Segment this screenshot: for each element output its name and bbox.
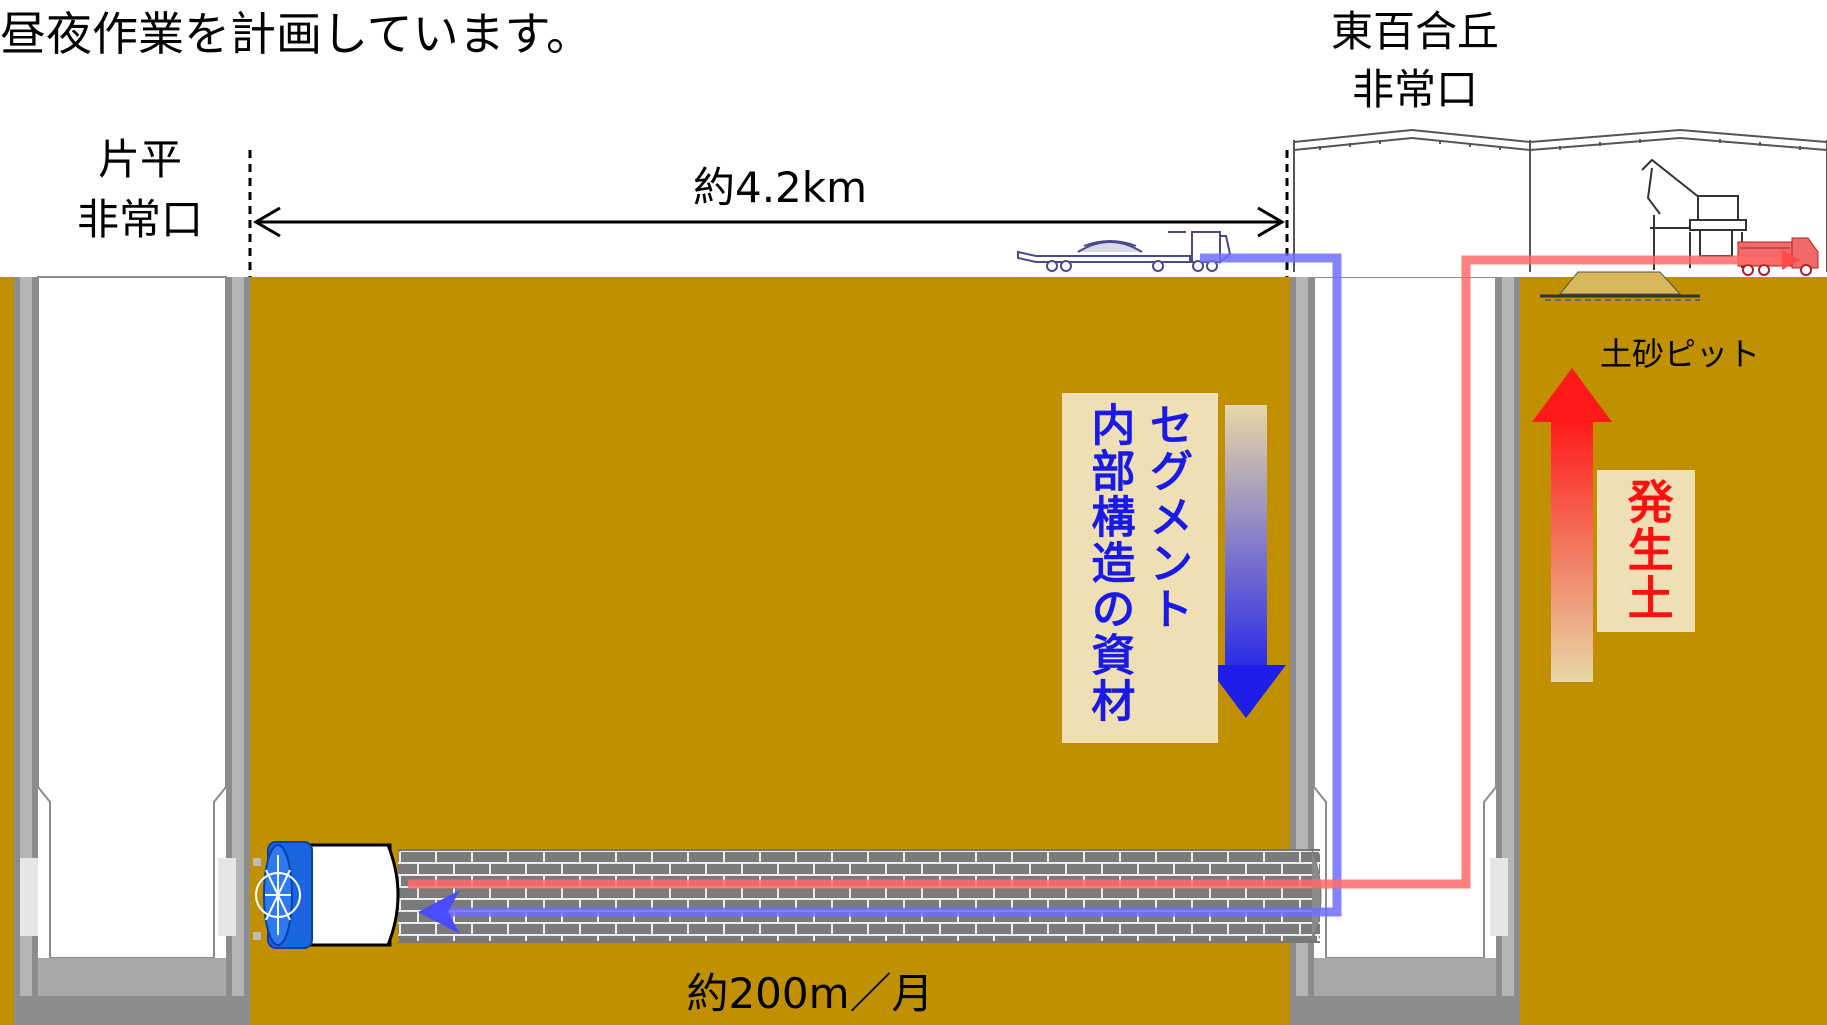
- excavator-icon: [1641, 158, 1747, 270]
- distance-arrow: [253, 206, 1285, 238]
- spoil-pile: [1558, 271, 1682, 295]
- right-shaft-label: 非常口: [1351, 65, 1478, 114]
- segment-trailer-icon: [1017, 231, 1232, 272]
- materials-label-line1: セグメント: [1141, 402, 1193, 632]
- distance-label: 約4.2km: [692, 163, 868, 212]
- materials-flow-arrowhead: [418, 890, 460, 934]
- spoil-flow-line: [408, 255, 1786, 889]
- spoil-label-box: [1597, 470, 1695, 632]
- spoil-label: 発生土: [1620, 478, 1675, 622]
- advance-rate-label: 約200m／月: [686, 969, 934, 1018]
- tunnel-segments: [398, 850, 1320, 942]
- headline: 昼夜作業を計画しています。: [0, 7, 593, 61]
- materials-flow-line: [440, 253, 1342, 917]
- spoil-flow-arrowhead: [1782, 250, 1800, 270]
- materials-label-line2: 内部構造の資材: [1083, 402, 1135, 724]
- spoil-up-arrow: [1532, 368, 1612, 682]
- left-shaft: [14, 276, 250, 1025]
- gantry-shed: [1293, 128, 1827, 272]
- shield-machine-icon: [253, 841, 400, 949]
- materials-down-arrow: [1206, 405, 1286, 718]
- materials-label-box: [1062, 393, 1218, 743]
- left-shaft-label: 非常口: [76, 195, 203, 244]
- right-shaft-name: 東百合丘: [1330, 7, 1499, 56]
- spoil-pit-label: 土砂ピット: [1600, 335, 1761, 373]
- right-shaft: [1290, 276, 1520, 1025]
- left-shaft-name: 片平: [97, 135, 182, 184]
